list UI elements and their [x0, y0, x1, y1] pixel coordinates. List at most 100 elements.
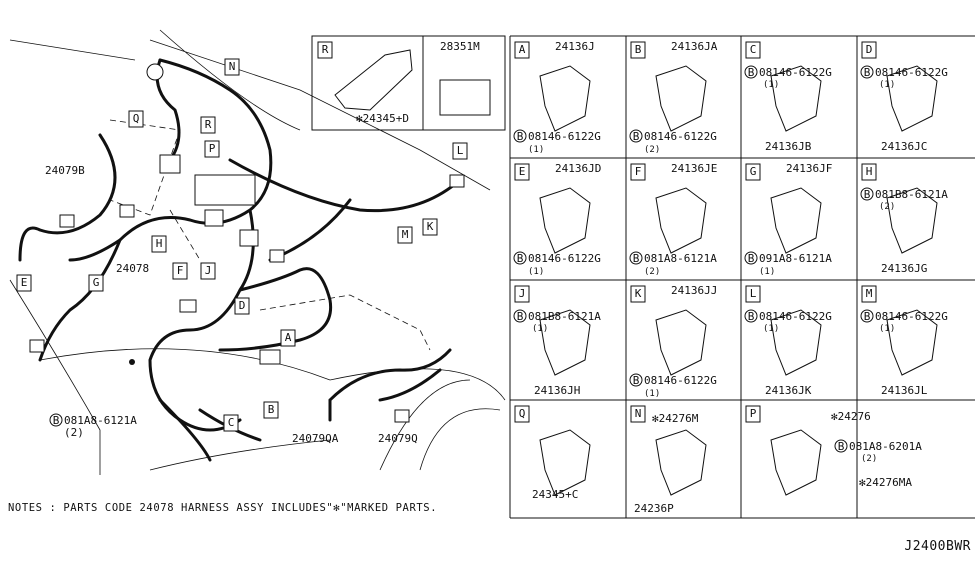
panel-h-box	[861, 163, 877, 181]
panel-f-box-label: F	[635, 165, 642, 178]
bolt-prefix: B	[53, 414, 60, 427]
panel-c-bolt: 08146-6122G	[759, 66, 832, 79]
panel-k-bolt: 08146-6122G	[644, 374, 717, 387]
panel-b-bolt-prefix: B	[633, 130, 640, 143]
box-K-label: K	[427, 220, 434, 233]
label-24079B: 24079B	[45, 164, 85, 177]
box-G	[88, 274, 104, 292]
panel-d-qty: (1)	[879, 80, 895, 90]
panel-h-bolt-prefix: B	[864, 188, 871, 201]
panel-b-qty: (2)	[644, 145, 660, 155]
panel-28351M-part: 28351M	[440, 40, 480, 53]
panel-e-bolt-prefix: B	[517, 252, 524, 265]
panel-f-part-shape	[655, 187, 707, 254]
panel-f-bolt-symbol	[629, 251, 643, 265]
label-bolt-main-qty: (2)	[64, 426, 84, 439]
panel-p-qty: (2)	[861, 454, 877, 464]
box-B	[263, 401, 279, 419]
grommet	[146, 63, 164, 81]
panel-j-bolt-prefix: B	[517, 310, 524, 323]
box-A-label: A	[285, 331, 292, 344]
panel-f-bolt-prefix: B	[633, 252, 640, 265]
panel-h-part: 24136JG	[881, 262, 927, 275]
panel-e-bolt: 08146-6122G	[528, 252, 601, 265]
panel-n-box	[630, 405, 646, 423]
panel-m-part-shape	[886, 309, 938, 376]
panel-grid	[509, 35, 975, 519]
panel-c-box	[745, 41, 761, 59]
panel-c-bolt-symbol	[744, 65, 758, 79]
box-B-label: B	[268, 403, 275, 416]
box-L	[452, 142, 468, 160]
panel-f-bolt: 081A8-6121A	[644, 252, 717, 265]
panel-p-part: ✻24276	[831, 410, 871, 423]
front-harness-24079Q	[328, 348, 452, 422]
panel-g-part: 24136JF	[786, 162, 832, 175]
box-Q-label: Q	[133, 112, 140, 125]
panel-e-part-shape	[539, 187, 591, 254]
label-24079QA: 24079QA	[292, 432, 339, 445]
panel-m-part: 24136JL	[881, 384, 928, 397]
panel-a-bolt: 08146-6122G	[528, 130, 601, 143]
panel-n-box-label: N	[635, 407, 642, 420]
panel-b-part-shape	[655, 65, 707, 132]
panel-b-bolt: 08146-6122G	[644, 130, 717, 143]
panel-a-part-shape	[539, 65, 591, 132]
connector	[29, 339, 45, 353]
panel-m-box-label: M	[866, 287, 873, 300]
panel-q-part: 24345+C	[532, 488, 578, 501]
panel-g-qty: (1)	[759, 267, 775, 277]
box-J	[200, 262, 216, 280]
panel-f-part: 24136JE	[671, 162, 717, 175]
panel-c-part-shape	[770, 65, 822, 132]
panel-l-bolt-symbol	[744, 309, 758, 323]
box-C-label: C	[228, 416, 235, 429]
panel-R-frame	[311, 35, 506, 131]
panel-j-part-shape	[539, 309, 591, 376]
fuse-block	[194, 174, 256, 206]
panel-b-part: 24136JA	[671, 40, 718, 53]
panel-f-qty: (2)	[644, 267, 660, 277]
connector	[179, 299, 197, 313]
label-24079Q: 24079Q	[378, 432, 418, 445]
panel-k-bolt-prefix: B	[633, 374, 640, 387]
panel-a-box-label: A	[519, 43, 526, 56]
box-J-label: J	[205, 264, 212, 277]
connector	[119, 204, 135, 218]
panel-p-part-shape	[770, 429, 822, 496]
panel-f-box	[630, 163, 646, 181]
connector	[394, 409, 410, 423]
box-F-label: F	[177, 264, 184, 277]
box-R	[200, 116, 216, 134]
panel-p-part2: ✻24276MA	[859, 476, 912, 489]
panel-h-box-label: H	[866, 165, 873, 178]
panel-b-box-label: B	[635, 43, 642, 56]
panel-l-bolt-prefix: B	[748, 310, 755, 323]
relay-block-shape	[439, 79, 491, 116]
panel-h-qty: (2)	[879, 202, 895, 212]
panel-c-qty: (1)	[763, 80, 779, 90]
panel-g-box-label: G	[750, 165, 757, 178]
box-H-label: H	[156, 237, 163, 250]
main-letter-boxes: N Q R P H F J D E G A B C L M K	[16, 58, 468, 432]
panel-g-bolt-symbol	[744, 251, 758, 265]
panel-g-bolt: 091A8-6121A	[759, 252, 832, 265]
box-C	[223, 414, 239, 432]
panel-d-box-label: D	[866, 43, 873, 56]
connector	[269, 249, 285, 263]
panel-m-bolt-symbol	[860, 309, 874, 323]
panel-a-qty: (1)	[528, 145, 544, 155]
panel-j-bolt: 081B8-6121A	[528, 310, 601, 323]
box-A	[280, 329, 296, 347]
panel-a-bolt-prefix: B	[517, 130, 524, 143]
notes-text: NOTES : PARTS CODE 24078 HARNESS ASSY IN…	[8, 502, 438, 514]
panel-h-bolt: 081B8-6121A	[875, 188, 948, 201]
panel-m-box	[861, 285, 877, 303]
panel-n-part2: 24236P	[634, 502, 674, 515]
panel-p-bolt-symbol	[834, 439, 848, 453]
box-P	[204, 140, 220, 158]
panel-j-bolt-symbol	[513, 309, 527, 323]
panel-q-part-shape	[539, 429, 591, 496]
